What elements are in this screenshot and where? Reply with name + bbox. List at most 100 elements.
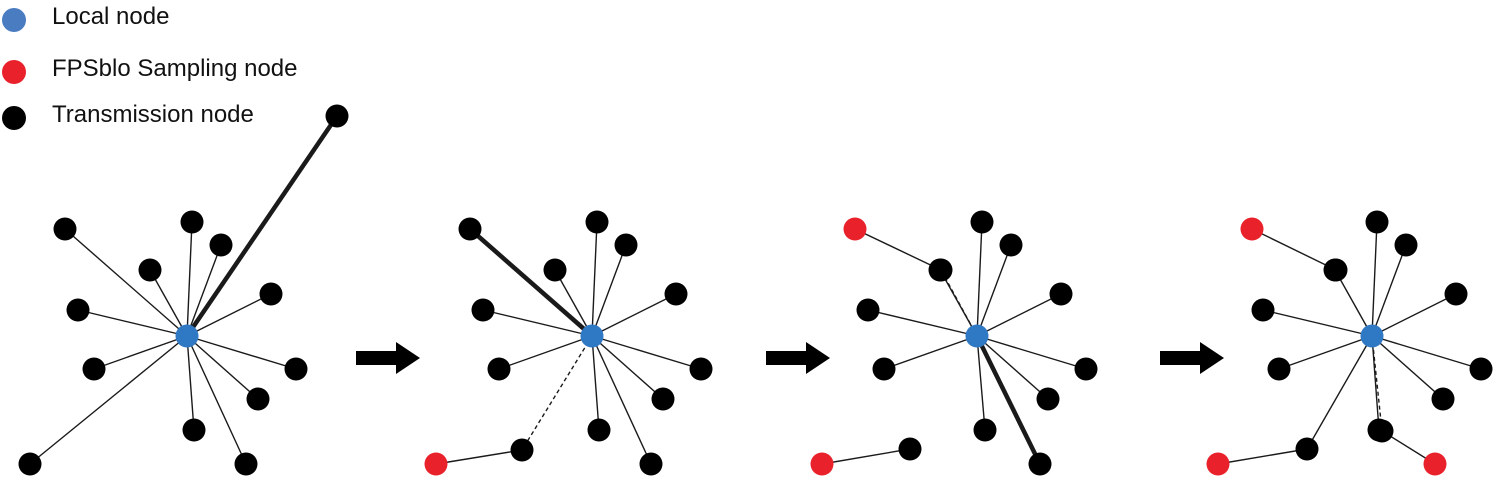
edge-thin [498, 335, 593, 370]
edge-thin [854, 228, 942, 271]
transmission-node [209, 233, 233, 257]
transmission-node [614, 233, 638, 257]
sampling-node [810, 452, 834, 476]
edge-thin [186, 244, 222, 337]
transmission-node [587, 418, 611, 442]
stage-1 [18, 104, 349, 476]
local-node [965, 324, 989, 348]
edge-thin [29, 335, 188, 465]
right-arrow-icon [356, 342, 420, 374]
edge-thin [186, 335, 297, 370]
sampling-node [1423, 452, 1447, 476]
edge-thin [1371, 335, 1444, 400]
stage-4 [1206, 210, 1493, 476]
edge-dashed [521, 335, 593, 451]
transmission-node [458, 217, 482, 241]
edge-thin [1278, 335, 1373, 370]
right-arrow-icon [1160, 342, 1224, 374]
transmission-node [1365, 210, 1389, 234]
edge-thin [77, 309, 188, 337]
edge-thin [976, 335, 1049, 400]
transmission-node-dot-icon [2, 106, 26, 130]
edge-thin [186, 335, 247, 465]
legend: Local node FPSblo Sampling node Transmis… [0, 0, 420, 140]
transmission-node [1324, 258, 1348, 282]
transmission-node [138, 258, 162, 282]
edge-thin [93, 335, 188, 370]
edge-thin [149, 269, 188, 337]
edge-thin [591, 335, 652, 465]
local-node [1360, 324, 1384, 348]
transmission-node [973, 418, 997, 442]
edge-thin [976, 335, 986, 431]
transition-arrows [356, 342, 1224, 374]
edge-thin [1371, 221, 1378, 337]
transmission-node [487, 357, 511, 381]
transmission-node [325, 104, 349, 128]
transmission-node [1444, 282, 1468, 306]
transmission-node [246, 387, 270, 411]
edge-thin [976, 293, 1062, 337]
transmission-node [1251, 298, 1275, 322]
transmission-node [1431, 387, 1455, 411]
sampling-node [1240, 217, 1264, 241]
transmission-node [929, 258, 953, 282]
transmission-node [543, 258, 567, 282]
transmission-node [856, 298, 880, 322]
edge-thin [976, 221, 983, 337]
edge-thin [1371, 335, 1482, 370]
edge-thin [1371, 335, 1380, 431]
edge-thin [867, 309, 978, 337]
edge-thin [591, 244, 627, 337]
stage-2 [424, 210, 713, 476]
transmission-node [284, 357, 308, 381]
edge-thin [1371, 293, 1457, 337]
local-node-dot-icon [2, 8, 26, 32]
transmission-node [689, 357, 713, 381]
transmission-node [1370, 419, 1394, 443]
transmission-node [872, 357, 896, 381]
local-node [580, 324, 604, 348]
transmission-node [651, 387, 675, 411]
sampling-node-dot-icon [2, 60, 26, 84]
edge-thin [591, 335, 664, 400]
edge-thin [482, 309, 593, 337]
transmission-node [471, 298, 495, 322]
transmission-node [53, 217, 77, 241]
edge-thin [435, 449, 523, 465]
edge-thin [591, 335, 600, 431]
edge-thin [1262, 309, 1373, 337]
edge-thin [1371, 244, 1407, 337]
edge-thin [1334, 269, 1373, 337]
sampling-node [424, 452, 448, 476]
edge-thin [186, 293, 272, 337]
edge-thin [821, 448, 911, 465]
edge-thick [974, 335, 1043, 465]
transmission-node [1074, 357, 1098, 381]
transmission-node [898, 437, 922, 461]
transmission-node [180, 210, 204, 234]
transmission-node [182, 418, 206, 442]
edge-thin [186, 335, 195, 431]
edge-thick [185, 114, 339, 338]
transmission-node [585, 210, 609, 234]
transmission-node [82, 357, 106, 381]
legend-label-sampling-node: FPSblo Sampling node [52, 55, 298, 82]
transmission-node [66, 298, 90, 322]
transmission-node [1394, 233, 1418, 257]
legend-label-local-node: Local node [52, 3, 170, 30]
edge-thin [591, 335, 702, 370]
stages [18, 104, 1493, 476]
edge-thin [976, 244, 1012, 337]
transmission-node [664, 282, 688, 306]
transmission-node [1028, 452, 1052, 476]
edge-thin [1217, 448, 1308, 465]
sampling-node [843, 217, 867, 241]
edge-thin [976, 335, 1087, 370]
edge-thin [591, 221, 598, 337]
transmission-node [1267, 357, 1291, 381]
edge-thin [186, 335, 259, 400]
edge-thin [186, 221, 193, 337]
transmission-node [970, 210, 994, 234]
